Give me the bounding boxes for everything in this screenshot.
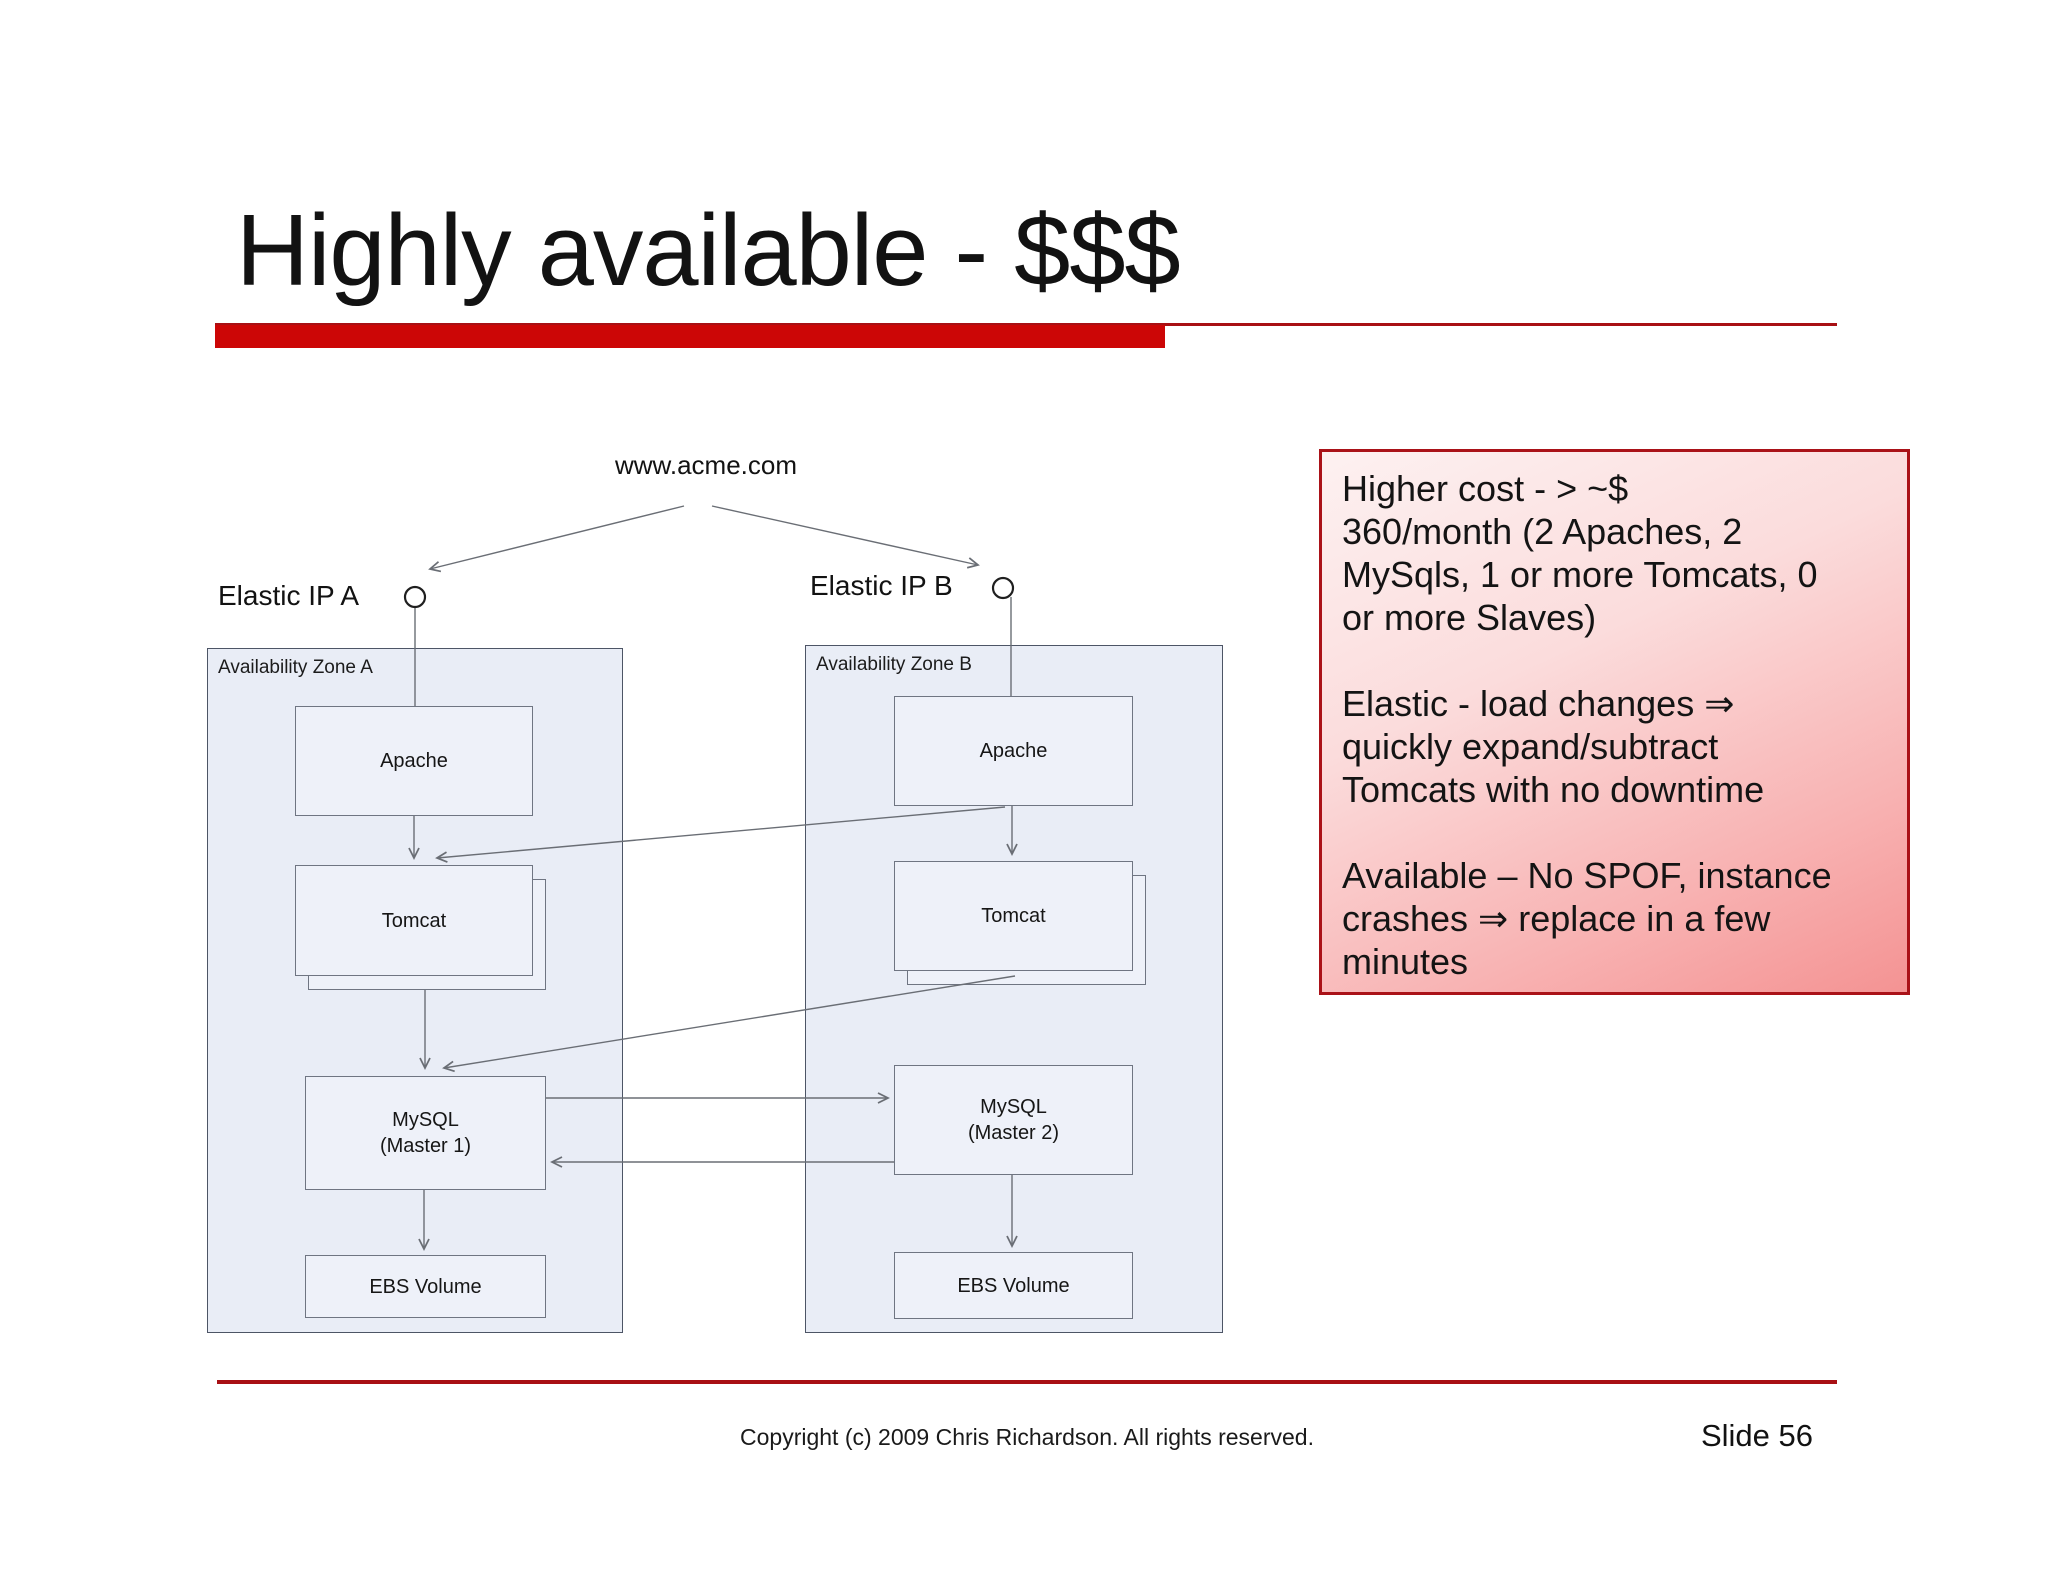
footer-copyright-wrap: Copyright (c) 2009 Chris Richardson. All… — [217, 1424, 1837, 1451]
mysql-master1-label: MySQL (Master 1) — [379, 1109, 472, 1157]
title-rule-thick — [215, 325, 1165, 348]
title-rule-thin — [215, 323, 1837, 326]
arrow-www-to-elastic-ip-b — [711, 505, 980, 569]
elastic-ip-a-label: Elastic IP A — [218, 580, 360, 611]
footer-rule — [217, 1380, 1837, 1384]
tomcat-b-node: Tomcat — [894, 861, 1133, 971]
mysql-master1-node: MySQL (Master 1) — [305, 1076, 546, 1190]
copyright-text: Copyright (c) 2009 Chris Richardson. All… — [740, 1424, 1314, 1450]
note-paragraph-available: Available – No SPOF, instance crashes ⇒ … — [1342, 855, 1832, 982]
cost-note-box: Higher cost - > ~$ 360/month (2 Apaches,… — [1319, 449, 1910, 995]
elastic-ip-b-icon — [991, 576, 1015, 600]
availability-zone-b-label: Availability Zone B — [816, 654, 972, 675]
elastic-ip-b-label: Elastic IP B — [810, 570, 953, 601]
slide-title: Highly available - $$$ — [236, 195, 1181, 307]
apache-a-label: Apache — [380, 750, 448, 772]
mysql-master2-label: MySQL (Master 2) — [967, 1096, 1060, 1144]
tomcat-a-label: Tomcat — [381, 909, 447, 932]
domain-label: www.acme.com — [614, 450, 798, 480]
ebs-volume-a-label: EBS Volume — [369, 1275, 482, 1298]
ebs-volume-a-node: EBS Volume — [305, 1255, 546, 1318]
tomcat-b-label: Tomcat — [981, 905, 1046, 927]
arrow-www-to-elastic-ip-a — [428, 505, 685, 573]
mysql-master2-node: MySQL (Master 2) — [894, 1065, 1133, 1175]
note-paragraph-cost: Higher cost - > ~$ 360/month (2 Apaches,… — [1342, 468, 1818, 638]
ebs-volume-b-node: EBS Volume — [894, 1252, 1133, 1319]
note-paragraph-elastic: Elastic - load changes ⇒ quickly expand/… — [1342, 683, 1765, 810]
tomcat-a-node: Tomcat — [295, 865, 533, 976]
apache-b-label: Apache — [979, 740, 1048, 762]
availability-zone-a-label: Availability Zone A — [218, 657, 373, 678]
apache-b-node: Apache — [894, 696, 1133, 806]
elastic-ip-a-icon — [403, 585, 427, 609]
slide-number: Slide 56 — [1700, 1418, 1813, 1453]
apache-a-node: Apache — [295, 706, 533, 816]
ebs-volume-b-label: EBS Volume — [957, 1274, 1070, 1297]
